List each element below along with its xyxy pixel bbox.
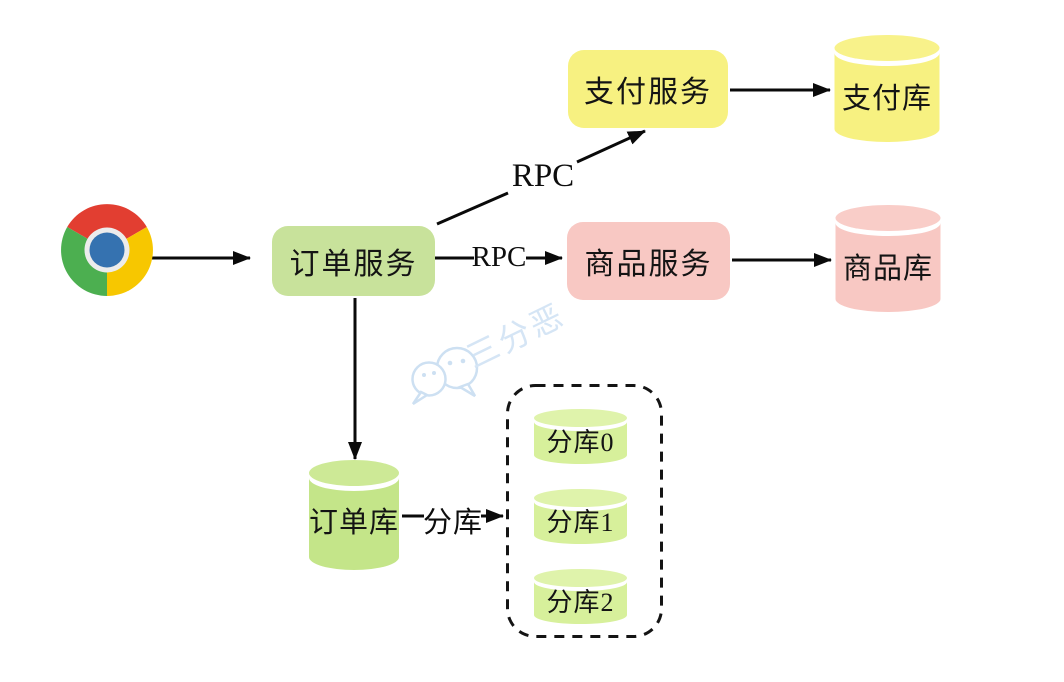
- database-cylinder-icon: [534, 569, 627, 624]
- order-service-label: 订单服务: [289, 248, 418, 281]
- rpc-label-payment: RPC: [511, 158, 575, 194]
- shard-db-2-label: 分库2: [546, 588, 615, 617]
- edge-order-to-payment-seg2: [576, 129, 646, 164]
- rpc-label-product: RPC: [471, 241, 527, 273]
- order-service-box: 订单服务: [272, 226, 435, 296]
- payment-db-cylinder: 支付库: [833, 35, 941, 142]
- edge-order-to-payment-seg1: [436, 191, 509, 226]
- payment-service-label: 支付服务: [584, 76, 712, 109]
- shard-db-2-cylinder: 分库2: [533, 569, 628, 624]
- sharding-label: 分库: [423, 507, 484, 539]
- shard-db-1-cylinder: 分库1: [533, 489, 628, 544]
- shard-group-container: [506, 384, 663, 638]
- watermark: 三分恶: [400, 297, 590, 410]
- payment-service-box: 支付服务: [568, 50, 728, 128]
- product-service-box: 商品服务: [567, 222, 730, 300]
- shard-db-0-cylinder: 分库0: [533, 409, 628, 464]
- payment-db-label: 支付库: [841, 82, 932, 115]
- shard-db-1-label: 分库1: [546, 508, 615, 537]
- database-cylinder-icon: [309, 460, 399, 570]
- product-db-cylinder: 商品库: [834, 205, 942, 312]
- database-cylinder-icon: [534, 409, 627, 464]
- chrome-icon: [61, 204, 153, 296]
- product-service-label: 商品服务: [584, 248, 713, 281]
- database-cylinder-icon: [835, 205, 941, 312]
- database-cylinder-icon: [534, 489, 627, 544]
- order-db-label: 订单库: [308, 507, 399, 539]
- shard-db-0-label: 分库0: [546, 428, 615, 457]
- order-db-cylinder: 订单库: [308, 460, 400, 570]
- wechat-icon: [411, 346, 479, 406]
- database-cylinder-icon: [834, 35, 940, 142]
- product-db-label: 商品库: [842, 252, 933, 285]
